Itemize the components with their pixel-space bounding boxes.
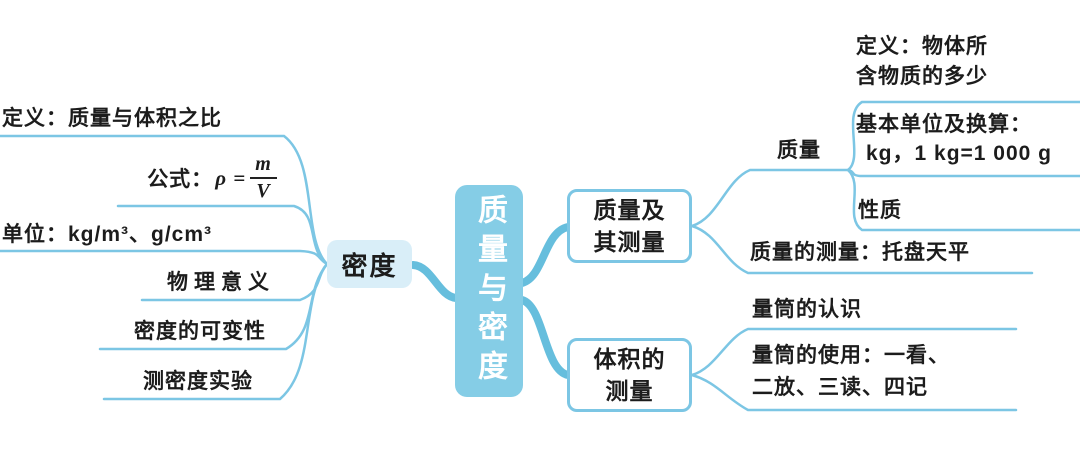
density-formula-label: 公式： ρ = m V [118,152,306,204]
link-mass-measurement [690,224,1034,275]
mass-definition-line1: 定义：物体所 [856,35,988,58]
mass-node-label: 质量 [777,139,821,162]
mass-unit-line2: kg，1 kg=1 000 g [866,142,1053,165]
mass-definition-label: 定义：物体所 含物质的多少 [856,32,988,92]
volume-measure-label-line2: 测量 [605,378,654,404]
formula-prefix: 公式： [147,168,214,191]
formula-denominator: V [256,180,271,202]
link-density-definition [0,134,329,266]
link-center-volume [518,296,572,379]
cylinder-knowledge-label: 量筒的认识 [752,298,862,321]
mass-property-label: 性质 [858,199,902,222]
volume-measure-label-line1: 体积的 [593,346,666,372]
link-mass-definition [846,100,1080,172]
mass-measurement-label: 质量的测量：托盘天平 [750,241,970,264]
link-mass-property [846,168,1080,232]
mass-measure-node: 质量及 其测量 [567,189,692,263]
mass-measure-label-line1: 质量及 [593,197,666,223]
cylinder-usage-line2: 二放、三读、四记 [752,376,928,399]
link-volume-cylinder [690,327,1018,377]
formula-fraction: m V [250,153,277,203]
link-volume-usage [690,373,1018,412]
formula-rho: ρ = [215,165,247,190]
mass-definition-line2: 含物质的多少 [856,65,988,88]
link-center-mass [518,223,572,287]
density-node: 密度 [327,240,412,288]
cylinder-usage-label: 量筒的使用：一看、 二放、三读、四记 [752,340,950,404]
density-meaning-label: 物理意义 [167,271,275,294]
cylinder-usage-line1: 量筒的使用：一看、 [752,344,950,367]
central-topic-label: 质量与密度 [473,193,506,389]
formula-numerator: m [250,153,277,179]
density-experiment-label: 测密度实验 [143,370,253,393]
density-node-label: 密度 [341,250,398,281]
link-density-unit [0,249,329,266]
link-mass-unit [846,168,1080,178]
link-mass-node [690,168,850,228]
volume-measure-node: 体积的 测量 [567,338,692,412]
link-density-experiment [102,262,329,401]
mass-measure-label-line2: 其测量 [593,229,666,255]
link-center-density [409,261,460,302]
density-unit-label: 单位：kg/m³、g/cm³ [2,223,213,246]
density-definition-label: 定义：质量与体积之比 [2,107,222,130]
central-topic-node: 质量与密度 [455,185,523,397]
mass-unit-label: 基本单位及换算： kg，1 kg=1 000 g [856,110,1052,168]
mass-unit-line1: 基本单位及换算： [856,113,1032,136]
density-variability-label: 密度的可变性 [134,320,266,343]
